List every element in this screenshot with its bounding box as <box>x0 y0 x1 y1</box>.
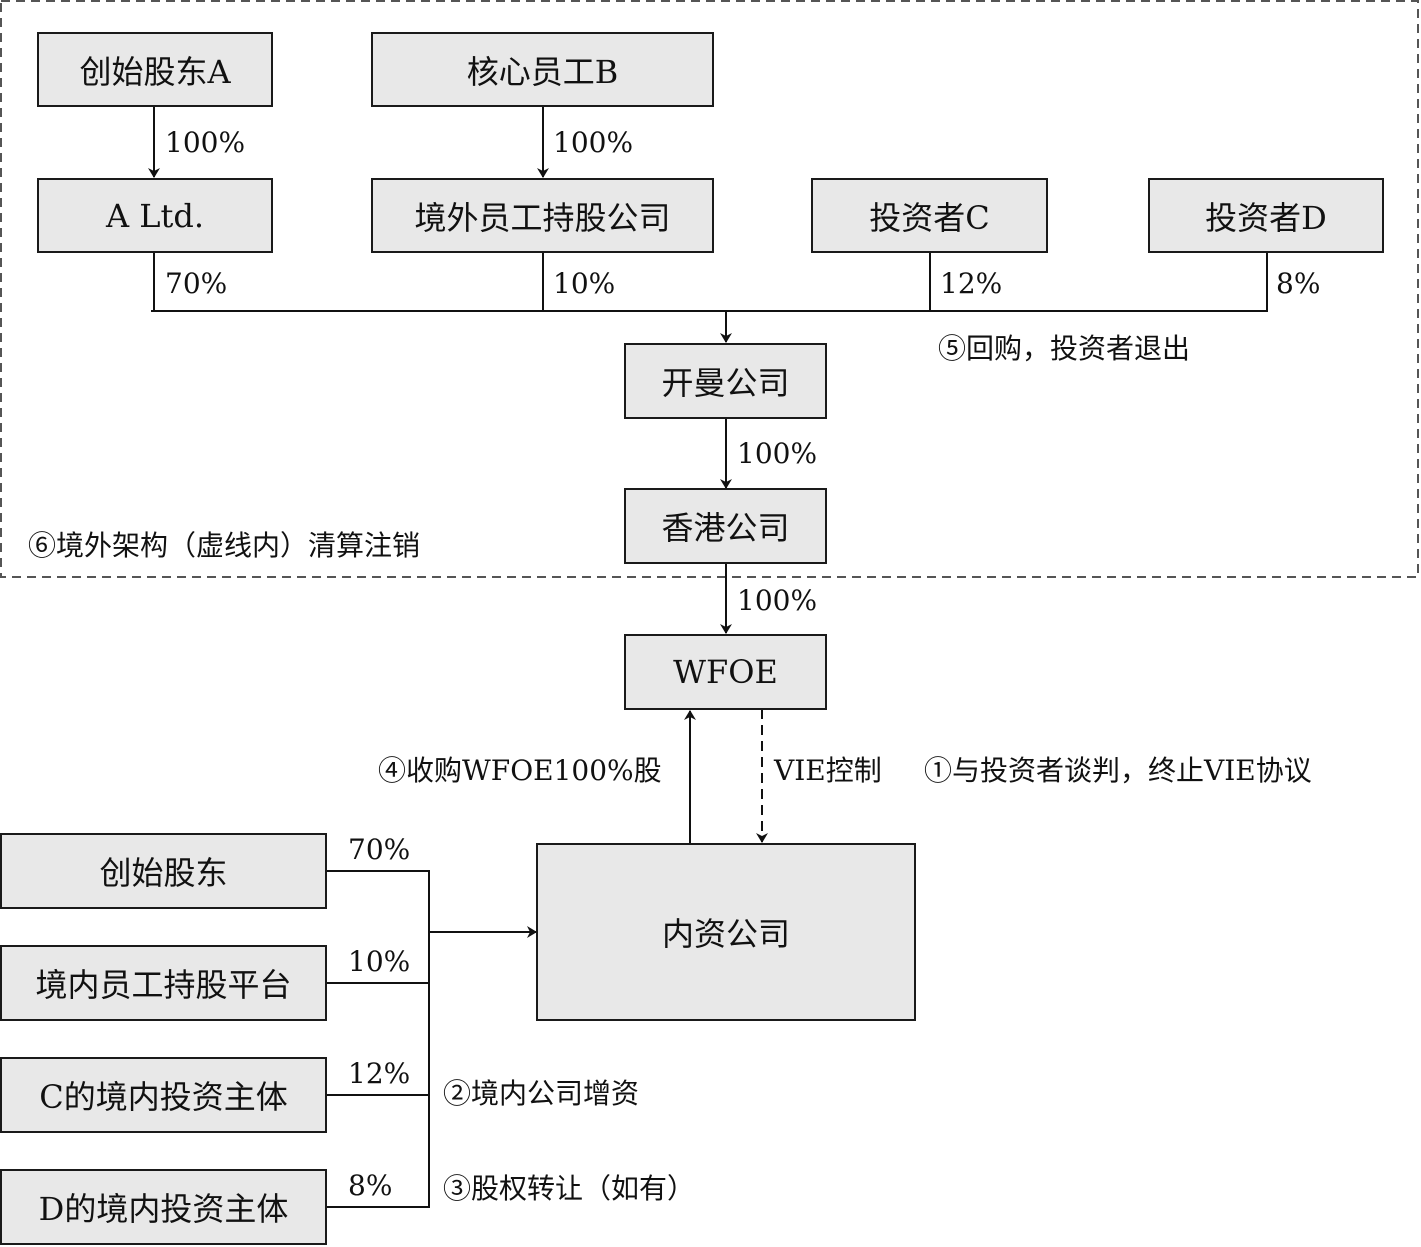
node-investor-c: 投资者C <box>811 178 1048 253</box>
offshore-liquidation-note: ⑥境外架构（虚线内）清算注销 <box>28 529 421 562</box>
step-1-note: ①与投资者谈判，终止VIE协议 <box>924 754 1312 787</box>
label-d-share: 8% <box>1276 267 1321 300</box>
node-wfoe: WFOE <box>624 634 827 710</box>
node-d-domestic: D的境内投资主体 <box>0 1169 327 1245</box>
label-founder-a-to-a-ltd: 100% <box>165 126 246 159</box>
step-2-note: ②境内公司增资 <box>443 1077 640 1110</box>
node-domestic-esop: 境内员工持股平台 <box>0 945 327 1021</box>
node-domestic-founder: 创始股东 <box>0 833 327 909</box>
label-cayman-to-hk: 100% <box>737 437 818 470</box>
node-a-ltd: A Ltd. <box>37 178 273 253</box>
step-3-note: ③股权转让（如有） <box>443 1172 696 1205</box>
node-cayman: 开曼公司 <box>624 343 827 419</box>
label-c-domestic-share: 12% <box>348 1057 411 1090</box>
label-domestic-esop-share: 10% <box>348 945 411 978</box>
label-a-ltd-share: 70% <box>165 267 228 300</box>
label-core-b-to-esop: 100% <box>553 126 634 159</box>
label-vie-control: VIE控制 <box>774 754 882 787</box>
node-offshore-esop: 境外员工持股公司 <box>371 178 714 253</box>
step-4-note: ④收购WFOE100%股 <box>378 754 662 787</box>
label-hk-to-wfoe: 100% <box>737 584 818 617</box>
node-c-domestic: C的境内投资主体 <box>0 1057 327 1133</box>
node-founder-a: 创始股东A <box>37 32 273 107</box>
label-esop-share: 10% <box>553 267 616 300</box>
node-hongkong: 香港公司 <box>624 488 827 564</box>
node-investor-d: 投资者D <box>1148 178 1384 253</box>
node-domestic-company: 内资公司 <box>536 843 916 1021</box>
offshore-boundary <box>0 0 1419 578</box>
step-5-note: ⑤回购，投资者退出 <box>938 332 1191 365</box>
label-d-domestic-share: 8% <box>348 1169 393 1202</box>
label-c-share: 12% <box>940 267 1003 300</box>
node-core-employee-b: 核心员工B <box>371 32 714 107</box>
label-domestic-founder-share: 70% <box>348 833 411 866</box>
